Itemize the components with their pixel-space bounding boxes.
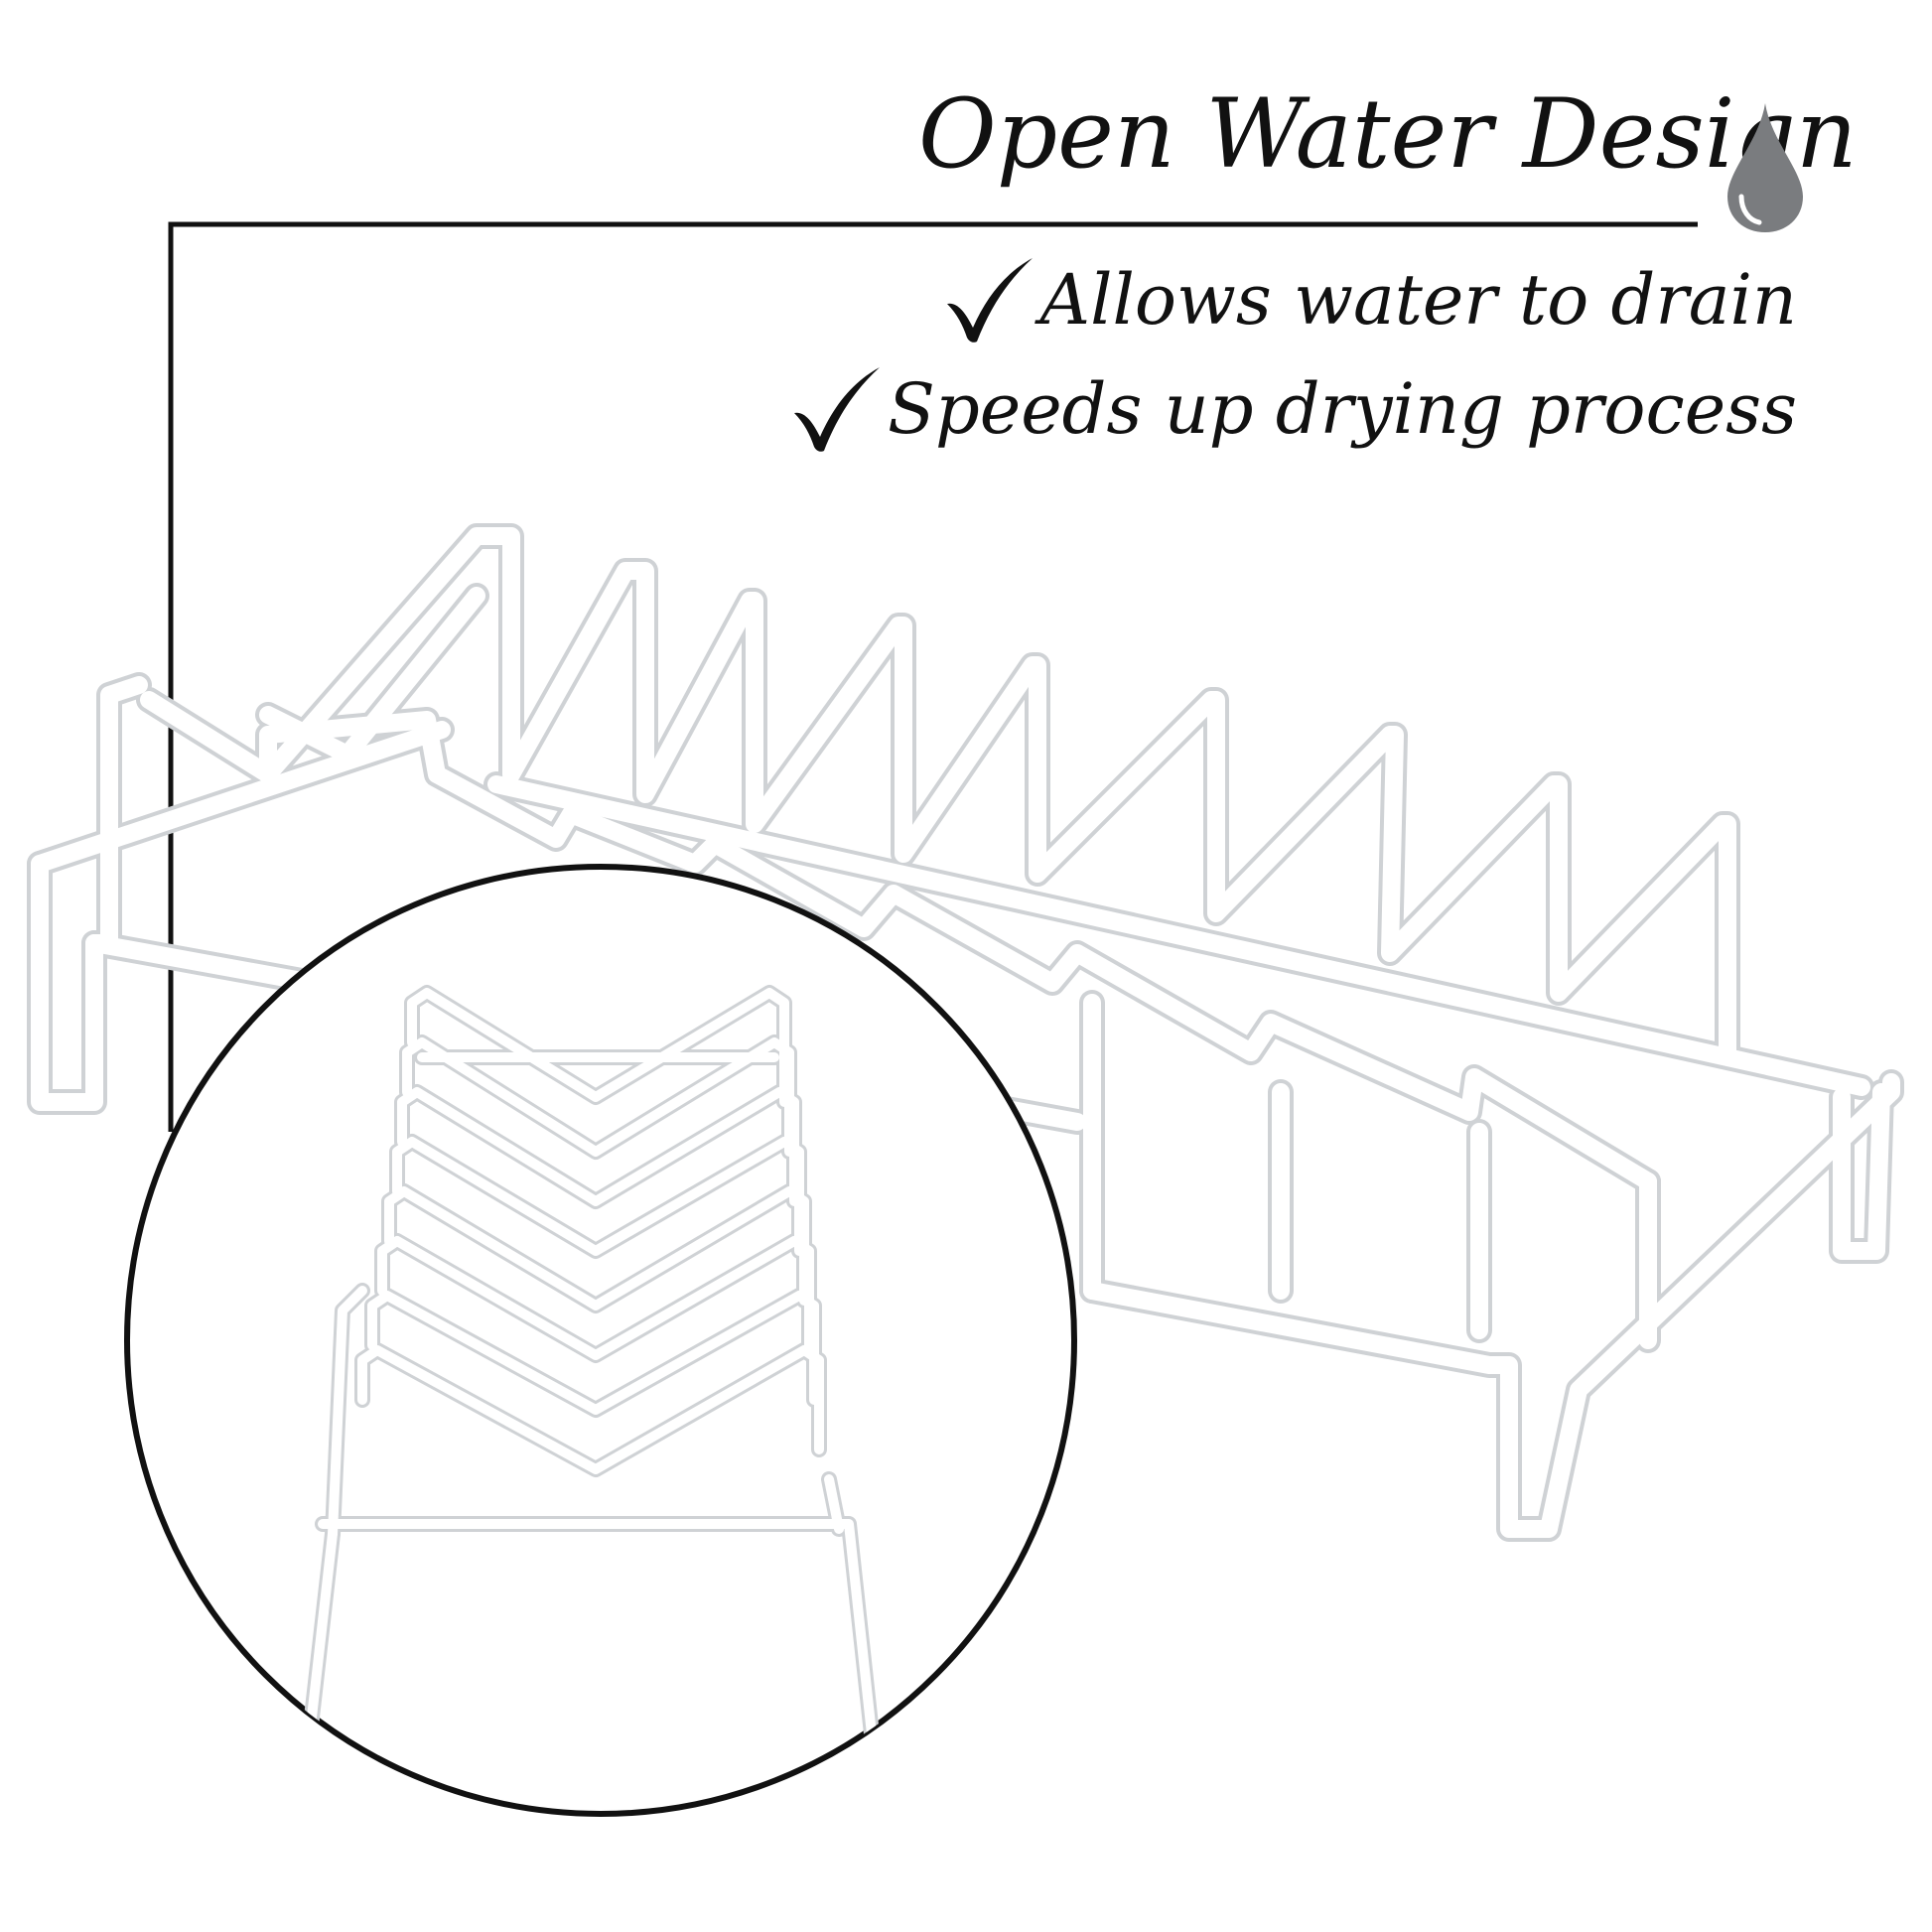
feature-bullet: Allows water to drain (943, 250, 1797, 349)
feature-bullet: Speeds up drying process (790, 359, 1797, 459)
checkmark-icon (794, 367, 881, 452)
bullet-text: Speeds up drying process (888, 368, 1797, 450)
feature-title: Open Water Design (918, 78, 1858, 190)
checkmark-icon (946, 258, 1033, 343)
bullet-text: Allows water to drain (1039, 259, 1797, 341)
magnifier-circle (124, 864, 1077, 1817)
dish-rack (27, 523, 1904, 1542)
water-drop-icon (1727, 103, 1803, 232)
